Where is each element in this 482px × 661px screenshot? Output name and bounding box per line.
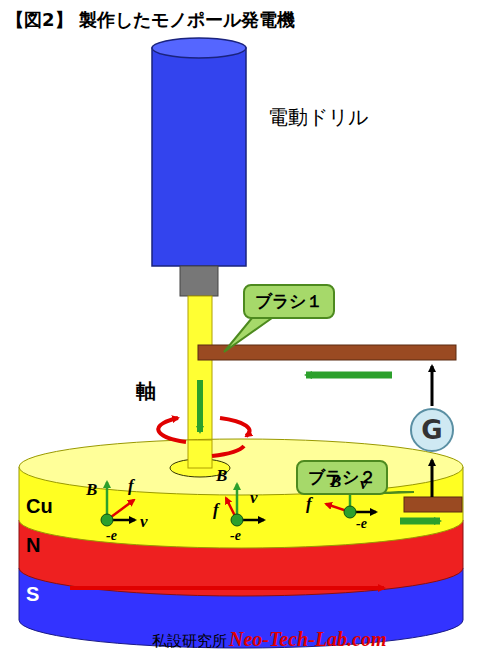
charge-symbol: -e — [106, 528, 117, 544]
current-arrow — [200, 380, 201, 432]
charge-symbol: -e — [230, 528, 241, 544]
magnet-disk — [188, 440, 212, 468]
shaft — [188, 296, 212, 470]
magnet-disk — [19, 439, 463, 495]
node-text: G — [421, 415, 442, 445]
magnet-disk — [19, 439, 463, 648]
velocity-symbol: v — [360, 474, 368, 494]
shaft — [188, 296, 212, 470]
circuit-wire — [431, 366, 434, 406]
brush-callout: ブラシ２ — [296, 460, 388, 495]
node-text: N — [26, 534, 40, 557]
electric-drill — [180, 266, 218, 296]
node-text: ブラシ１ — [255, 291, 323, 311]
copper-band: Cu — [20, 492, 80, 520]
n-pole-band: N — [20, 530, 80, 560]
current-arrow — [400, 518, 440, 525]
force-symbol: f — [128, 476, 134, 496]
figure-title: 【図2】 製作したモノポール発電機 — [6, 8, 295, 32]
node-text: S — [26, 583, 39, 606]
electron-vectors — [344, 506, 356, 518]
force-symbol: f — [213, 500, 219, 520]
velocity-symbol: v — [140, 512, 148, 532]
field-symbol: B — [86, 480, 97, 500]
current-arrow — [197, 380, 203, 432]
electric-drill — [152, 38, 246, 58]
s-pole-band: S — [20, 578, 80, 610]
galvanometer: G — [410, 408, 454, 452]
electron-vectors — [231, 514, 243, 526]
charge-symbol: -e — [356, 516, 367, 532]
electric-drill — [152, 38, 246, 296]
node-text: Cu — [26, 495, 53, 518]
rotation-arrow — [212, 446, 244, 456]
force-symbol: f — [306, 494, 312, 514]
field-symbol: B — [216, 466, 227, 486]
callout-tail — [224, 318, 272, 352]
field-arrow — [70, 586, 384, 590]
brush-callout: ブラシ１ — [243, 284, 335, 319]
watermark: Neo-Tech-Lab.com — [229, 628, 387, 651]
brush-arm — [404, 497, 462, 512]
current-arrow — [306, 372, 392, 379]
velocity-symbol: v — [250, 488, 258, 508]
circuit-wire — [431, 460, 434, 497]
field-symbol: B — [330, 472, 341, 492]
electric-drill — [152, 48, 246, 266]
rotation-arrow — [158, 418, 186, 442]
electron-vectors — [101, 514, 113, 526]
rotation-arrow — [158, 418, 249, 456]
shaft-label: 軸 — [136, 378, 156, 405]
rotation-arrow — [220, 418, 250, 436]
brush-arm — [198, 345, 456, 360]
watermark: 私設研究所 — [152, 632, 227, 651]
drill-label: 電動ドリル — [268, 104, 368, 131]
field-arrow — [70, 588, 384, 589]
